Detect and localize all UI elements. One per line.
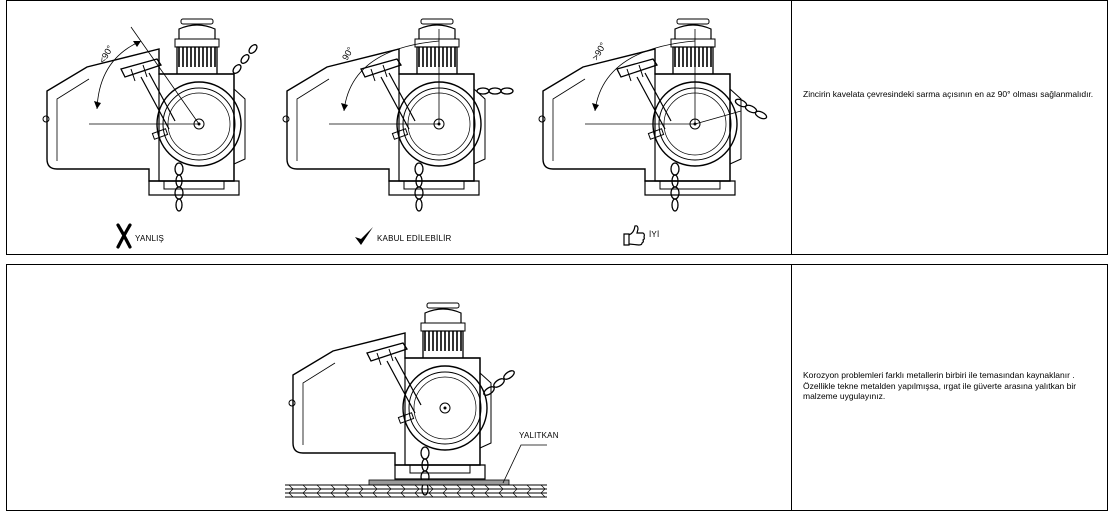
angle-label: 90° (340, 45, 356, 62)
thumbs-up-icon (623, 225, 645, 246)
caption-acceptable: KABUL EDİLEBİLİR (377, 234, 452, 243)
cross-mark-icon (116, 223, 132, 249)
caption-good: İYİ (649, 230, 660, 239)
wrap-angle-panel: <90° 90° >90° (6, 0, 1108, 255)
windlass-drawing: <90° (42, 18, 258, 212)
windlass-drawing: >90° (538, 18, 768, 212)
windlass-drawing (285, 302, 547, 498)
check-mark-icon (355, 227, 373, 245)
figure-acceptable: 90° (282, 18, 519, 224)
corrosion-panel: YALITKAN Korozyon problemleri farklı met… (6, 264, 1108, 511)
insulator-label: YALITKAN (519, 431, 559, 440)
corrosion-note: Korozyon problemleri farklı metallerin b… (803, 370, 1077, 401)
windlass-drawing: 90° (282, 18, 514, 212)
figure-insulated-windlass (285, 302, 555, 503)
wrap-angle-note: Zincirin kavelata çevresindeki sarma açı… (803, 89, 1094, 99)
angle-label: >90° (590, 40, 608, 62)
figure-good: >90° (538, 18, 775, 224)
panel-divider (791, 1, 792, 254)
caption-wrong: YANLIŞ (135, 234, 165, 243)
panel-divider (791, 265, 792, 510)
figure-wrong: <90° (42, 18, 279, 224)
